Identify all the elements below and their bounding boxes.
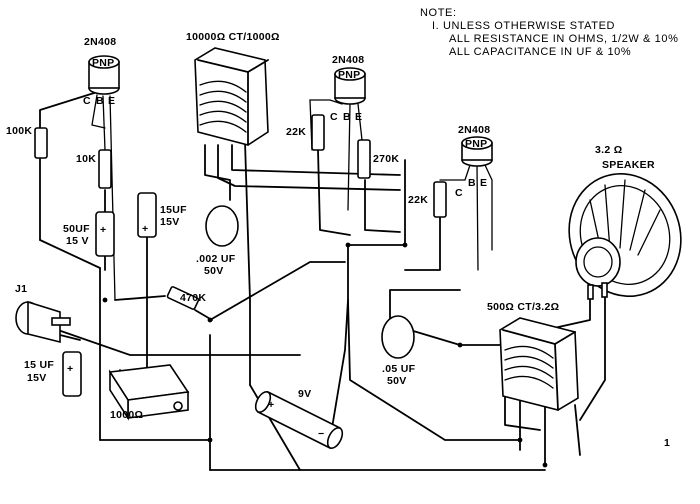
resistor-270k: 270K <box>357 139 399 179</box>
note-line-2: ALL RESISTANCE IN OHMS, 1/2W & 10% <box>449 33 678 45</box>
capacitor-50uf-plus: + <box>100 224 106 236</box>
resistor-22k-a: 22K <box>286 114 325 151</box>
transistor-1-pin-e: E <box>108 95 115 107</box>
speaker-impedance: 3.2 Ω <box>595 144 622 156</box>
transistor-3-pin-e: E <box>480 177 487 189</box>
page-number: 1 <box>664 437 670 449</box>
transistor-1-type: PNP <box>92 57 115 69</box>
jack-label: J1 <box>15 283 27 295</box>
note-heading: NOTE: <box>420 7 457 19</box>
resistor-100k-label: 100K <box>6 125 32 137</box>
transistor-3-pin-c: C <box>455 187 463 199</box>
transistor-2-pin-b: B <box>343 111 351 123</box>
potentiometer-1000-ohm: 1000Ω <box>108 364 190 421</box>
transistor-2-part: 2N408 <box>332 54 364 66</box>
capacitor-002uf-value: .002 UF <box>196 253 236 265</box>
capacitor-15uf-a-voltage: 15V <box>160 216 180 228</box>
resistor-270k-label: 270K <box>373 153 399 165</box>
battery-voltage: 9V <box>298 388 311 400</box>
resistor-22k-b-label: 22K <box>408 194 428 206</box>
capacitor-15uf-a: + 15UF 15V <box>137 192 187 238</box>
capacitor-15uf-a-plus: + <box>142 223 148 235</box>
capacitor-50uf-voltage: 15 V <box>66 235 89 247</box>
speaker-label: SPEAKER <box>602 159 655 171</box>
resistor-100k: 100K <box>6 125 48 159</box>
capacitor-15uf-b-plus: + <box>67 363 73 375</box>
capacitor-15uf-b-voltage: 15V <box>27 372 47 384</box>
capacitor-50uf-value: 50UF <box>63 223 90 235</box>
potentiometer-label: 1000Ω <box>110 409 143 421</box>
capacitor-002uf: .002 UF 50V <box>196 205 239 277</box>
transistor-1: 2N408 PNP C B E <box>83 36 120 107</box>
capacitor-05uf-voltage: 50V <box>387 375 407 387</box>
battery-minus: − <box>318 428 324 440</box>
capacitor-15uf-b-value: 15 UF <box>24 359 54 371</box>
resistor-10k-label: 10K <box>76 153 96 165</box>
output-transformer-label: 500Ω CT/3.2Ω <box>487 301 559 313</box>
transistor-3-part: 2N408 <box>458 124 490 136</box>
note-line-1: I. UNLESS OTHERWISE STATED <box>432 20 615 32</box>
capacitor-002uf-voltage: 50V <box>204 265 224 277</box>
input-transformer-label: 10000Ω CT/1000Ω <box>186 31 280 43</box>
resistor-470k-label: 470K <box>180 292 206 304</box>
resistor-10k: 10K <box>76 149 112 189</box>
transistor-1-part: 2N408 <box>84 36 116 48</box>
transistor-2-pin-e: E <box>355 111 362 123</box>
capacitor-15uf-a-value: 15UF <box>160 204 187 216</box>
wiring <box>39 87 606 471</box>
capacitor-50uf: + 50UF 15 V <box>63 211 115 257</box>
resistor-22k-b: 22K <box>408 181 447 218</box>
transistor-2: 2N408 PNP C B E <box>330 54 366 123</box>
transistor-3: 2N408 PNP C B E <box>455 124 493 199</box>
speaker: 3.2 Ω SPEAKER <box>568 144 682 300</box>
battery-9v: 9V + − <box>254 388 344 450</box>
capacitor-05uf: .05 UF 50V <box>381 315 416 387</box>
transistor-1-pin-c: C <box>83 95 91 107</box>
note-line-3: ALL CAPACITANCE IN UF & 10% <box>449 46 631 58</box>
battery-plus: + <box>268 399 274 411</box>
transistor-3-pin-b: B <box>468 177 476 189</box>
output-transformer: 500Ω CT/3.2Ω <box>487 301 579 411</box>
input-transformer: 10000Ω CT/1000Ω <box>186 31 280 146</box>
note-block: NOTE: I. UNLESS OTHERWISE STATED ALL RES… <box>420 7 678 58</box>
transistor-1-pin-b: B <box>96 95 104 107</box>
capacitor-05uf-value: .05 UF <box>382 363 416 375</box>
jack-j1: J1 <box>15 283 71 344</box>
capacitor-15uf-b: + 15 UF 15V <box>24 351 82 397</box>
resistor-470k: 470K <box>166 286 206 310</box>
transistor-3-type: PNP <box>465 138 488 150</box>
transistor-2-pin-c: C <box>330 111 338 123</box>
transistor-2-type: PNP <box>338 69 361 81</box>
resistor-22k-a-label: 22K <box>286 126 306 138</box>
